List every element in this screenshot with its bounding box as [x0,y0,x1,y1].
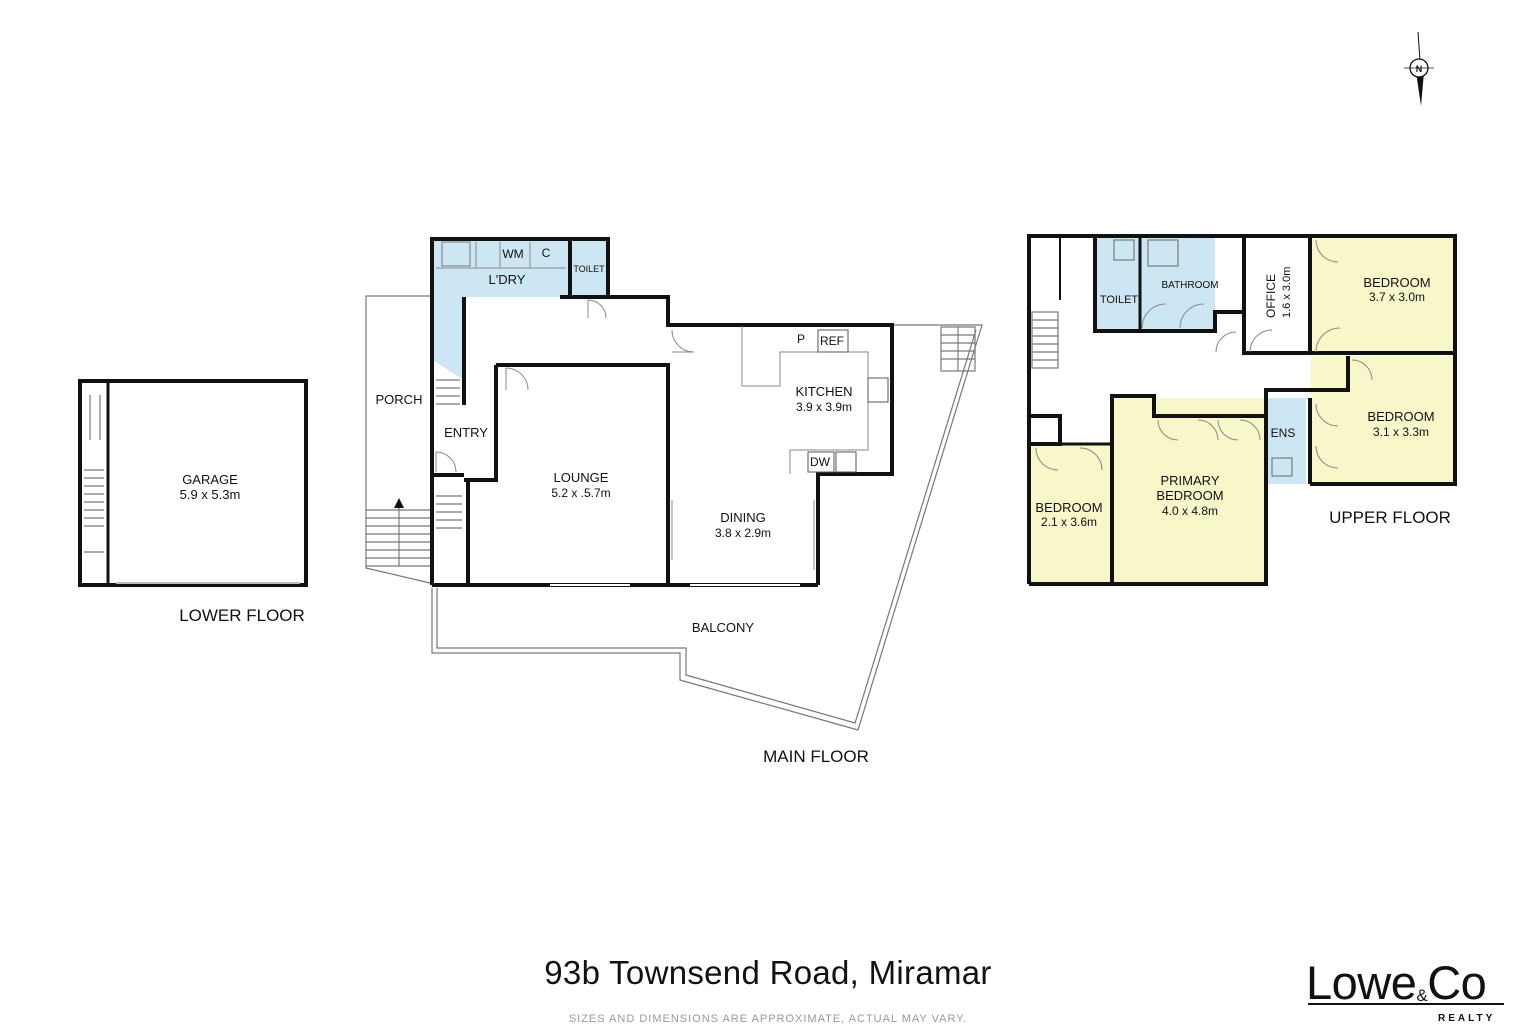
main-floor [365,237,983,731]
cupboard-label: C [542,246,551,260]
kitchen-label: KITCHEN [795,384,852,399]
lower-floor-title: LOWER FLOOR [179,606,305,625]
primary-bedroom-dims: 4.0 x 4.8m [1162,504,1218,518]
lower-floor [78,379,308,587]
fridge-label: REF [820,334,844,348]
compass-icon: N [1404,31,1434,106]
logo-wordmark: Lowe&Co [1306,955,1487,1010]
porch-label: PORCH [376,392,423,407]
bedroom-sw-label: BEDROOM [1035,500,1102,515]
lounge-label: LOUNGE [554,470,609,485]
laundry-label: L'DRY [489,272,526,287]
logo-underline [1308,1003,1504,1005]
bedroom-e-label: BEDROOM [1367,409,1434,424]
logo-main-text: Lowe [1306,956,1417,1009]
pantry-label: P [797,332,805,346]
main-floor-title: MAIN FLOOR [763,747,869,766]
bedroom-ne-label: BEDROOM [1363,275,1430,290]
bedroom-sw-dims: 2.1 x 3.6m [1041,515,1097,529]
entry-label: ENTRY [444,425,488,440]
upper-floor [1027,234,1457,586]
bedroom-e-dims: 3.1 x 3.3m [1373,425,1429,439]
dining-dims: 3.8 x 2.9m [715,526,771,540]
realty-logo: Lowe&Co REALTY [1300,955,1510,1024]
washing-machine-label: WM [502,247,523,261]
logo-subtitle: REALTY [1438,1013,1496,1024]
garage-dims: 5.9 x 5.3m [180,487,241,502]
lounge-dims: 5.2 x .5.7m [551,486,610,500]
garage-label: GARAGE [182,472,238,487]
logo-ampersand: & [1416,986,1428,1005]
main-toilet-label: TOILET [573,264,605,274]
dining-label: DINING [720,510,766,525]
upper-toilet-label: TOILET [1100,294,1139,306]
primary-bedroom-label-1: PRIMARY [1161,473,1220,488]
ensuite-label: ENS [1271,426,1296,440]
office-label: OFFICE [1264,274,1278,318]
logo-co-text: Co [1427,956,1487,1009]
bathroom-label: BATHROOM [1161,280,1218,291]
disclaimer-text: SIZES AND DIMENSIONS ARE APPROXIMATE, AC… [568,1013,968,1025]
dishwasher-label: DW [810,455,831,469]
compass-north-label: N [1416,64,1423,74]
primary-bedroom-label-2: BEDROOM [1156,488,1223,503]
bedroom-ne-dims: 3.7 x 3.0m [1369,290,1425,304]
kitchen-dims: 3.9 x 3.9m [796,400,852,414]
office-dims: 1.6 x 3.0m [1281,267,1293,318]
upper-floor-title: UPPER FLOOR [1329,508,1451,527]
property-address: 93b Townsend Road, Miramar [544,954,992,991]
balcony-label: BALCONY [692,620,754,635]
